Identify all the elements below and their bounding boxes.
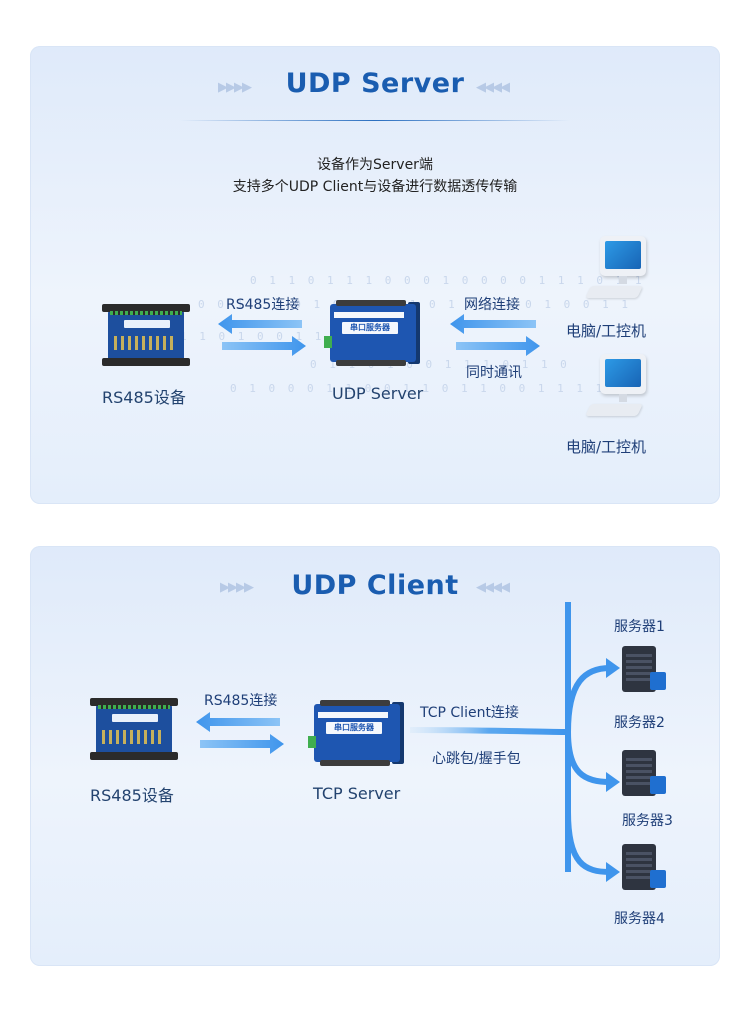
chevrons-left-decor: ▶▶▶▶ xyxy=(218,80,252,95)
rs485-device-icon xyxy=(90,698,178,760)
computer-icon xyxy=(585,236,656,306)
computer-icon xyxy=(585,354,656,424)
rs485-link-label: RS485连接 xyxy=(226,297,300,313)
description-line-1: 设备作为Server端 xyxy=(317,157,433,173)
description-line-2: 支持多个UDP Client与设备进行数据透传传输 xyxy=(232,179,518,195)
rs485-device-icon xyxy=(102,304,190,366)
udp-server-panel: ▶▶▶▶ UDP Server ◀◀◀◀ 设备作为Server端 支持多个UDP… xyxy=(30,46,720,504)
title-rule xyxy=(180,120,570,121)
rs485-device-label: RS485设备 xyxy=(102,388,186,407)
server-tower-icon xyxy=(616,750,670,802)
pc-label-1: 电脑/工控机 xyxy=(566,322,647,340)
server-tower-icon xyxy=(616,844,670,896)
server-label-2: 服务器2 xyxy=(614,715,665,731)
tcp-client-link-label: TCP Client连接 xyxy=(420,705,519,721)
rs485-link-label: RS485连接 xyxy=(204,693,278,709)
heartbeat-label: 心跳包/握手包 xyxy=(432,751,521,767)
serial-server-icon: 串口服务器 xyxy=(308,700,404,766)
sync-comm-label: 同时通讯 xyxy=(466,365,522,381)
chevrons-right-decor: ◀◀◀◀ xyxy=(476,580,510,595)
server-label-3: 服务器3 xyxy=(622,813,673,829)
server-label-4: 服务器4 xyxy=(614,911,665,927)
tcp-server-label: TCP Server xyxy=(313,784,401,803)
panel-title: UDP Server xyxy=(285,68,465,99)
pc-label-2: 电脑/工控机 xyxy=(566,438,647,456)
binary-decor: 0 1 0 0 0 1 1 0 0 1 1 0 1 1 0 0 1 1 1 1 … xyxy=(230,382,625,395)
network-link-label: 网络连接 xyxy=(464,297,520,313)
double-arrow-icon xyxy=(196,712,284,754)
branch-arrows xyxy=(410,602,620,882)
udp-client-panel: ▶▶▶▶ UDP Client ◀◀◀◀ RS485设备 RS485连接 串口服… xyxy=(30,546,720,966)
double-arrow-icon xyxy=(450,314,540,356)
chevrons-right-decor: ◀◀◀◀ xyxy=(476,80,510,95)
binary-decor: 0 1 1 0 1 1 1 0 0 0 1 0 0 0 0 1 1 1 0 1 … xyxy=(250,274,645,287)
chevrons-left-decor: ▶▶▶▶ xyxy=(220,580,254,595)
udp-server-label: UDP Server xyxy=(332,384,424,403)
serial-server-icon: 串口服务器 xyxy=(324,300,420,366)
panel-title: UDP Client xyxy=(291,570,459,601)
server-tower-icon xyxy=(616,646,670,698)
rs485-device-label: RS485设备 xyxy=(90,786,174,805)
double-arrow-icon xyxy=(218,314,306,356)
server-label-1: 服务器1 xyxy=(614,619,665,635)
